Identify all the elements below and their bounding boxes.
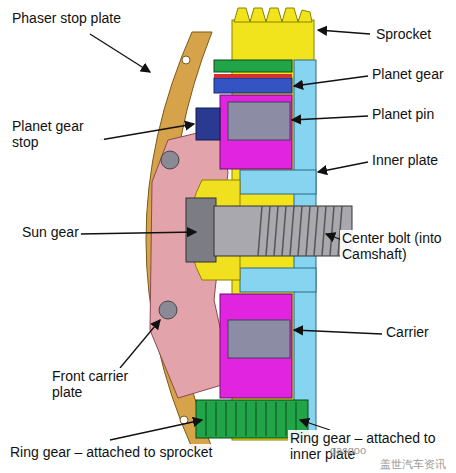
watermark: gasgoo (330, 444, 366, 457)
part-label: Phaser stop plate (10, 10, 123, 26)
part-label: Front carrier plate (50, 368, 154, 400)
part-label: Sprocket (374, 26, 433, 42)
part-label: Ring gear – attached to sprocket (8, 444, 214, 460)
part-label: Carrier (384, 324, 431, 340)
part-label: Sun gear (20, 224, 81, 240)
part-label: Center bolt (into Camshaft) (340, 230, 452, 262)
part-label: Ring gear – attached to inner plate (288, 430, 454, 462)
part-label: Inner plate (370, 152, 440, 168)
part-label: Planet gear (370, 66, 446, 82)
part-label: Planet gear stop (10, 118, 104, 150)
part-label: Planet pin (370, 106, 436, 122)
watermark: 盖世汽车资讯 (380, 458, 446, 471)
